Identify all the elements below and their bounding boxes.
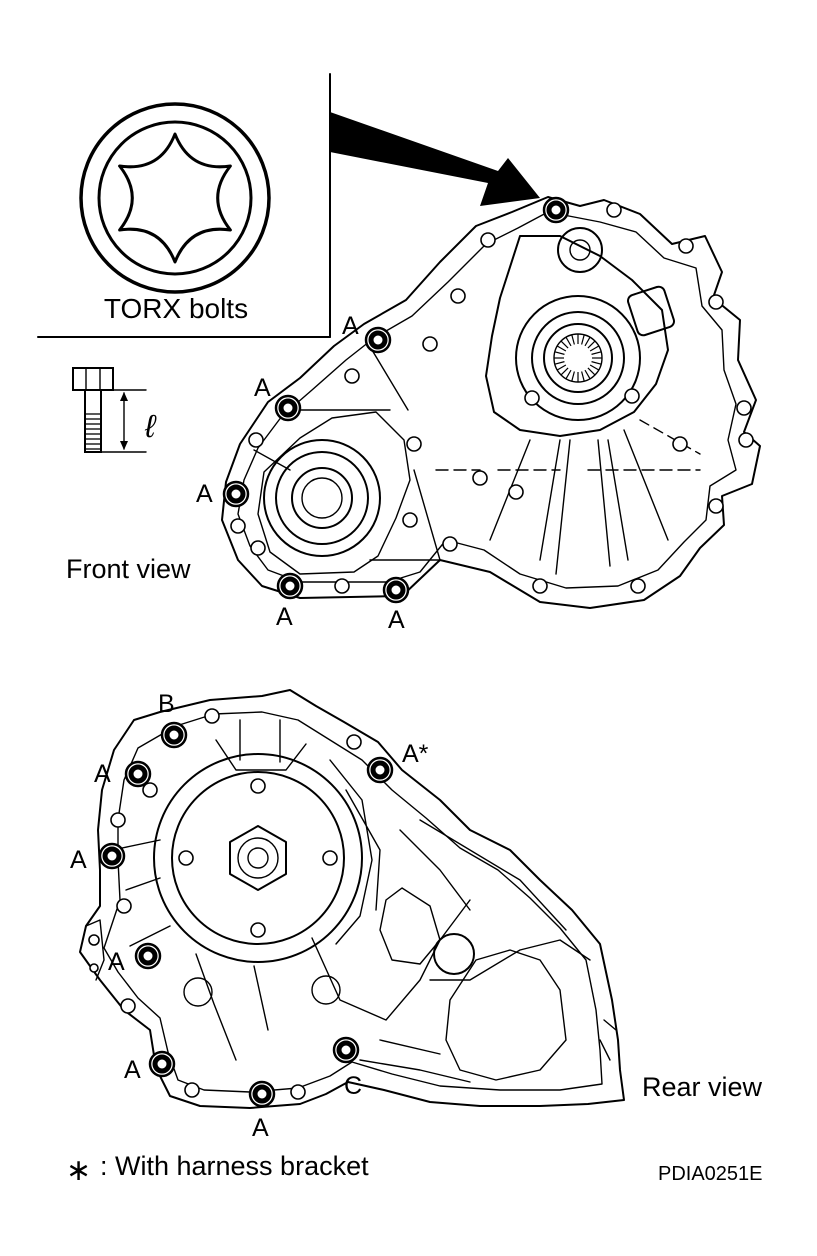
rear-bolt-label: C bbox=[344, 1072, 362, 1100]
bolt-marker bbox=[134, 942, 162, 970]
torx-inset: TORX bolts bbox=[37, 73, 331, 338]
figure-code: PDIA0251E bbox=[658, 1163, 763, 1185]
front-bolt-label: A bbox=[276, 603, 293, 631]
rear-bolt-label: A bbox=[108, 948, 125, 976]
bolt-marker bbox=[364, 326, 392, 354]
front-bolt-label: A bbox=[342, 312, 359, 340]
bolt-marker bbox=[222, 480, 250, 508]
front-view-caption: Front view bbox=[66, 554, 191, 584]
front-view-bolts bbox=[222, 196, 570, 604]
bolt-length-icon: ℓ bbox=[72, 367, 157, 453]
rear-view-caption: Rear view bbox=[642, 1072, 763, 1102]
front-bolt-label: A bbox=[196, 480, 213, 508]
front-view-housing bbox=[221, 196, 761, 609]
legend: ∗ : With harness bracket bbox=[66, 1151, 369, 1187]
bolt-length-symbol: ℓ bbox=[144, 408, 157, 444]
bolt-marker bbox=[274, 394, 302, 422]
pointer-arrow bbox=[330, 112, 540, 206]
rear-bolt-label: A bbox=[70, 846, 87, 874]
front-bolt-label: A bbox=[388, 606, 405, 634]
front-view-bolt-labels: A A A A A bbox=[196, 312, 405, 634]
bolt-marker bbox=[148, 1050, 176, 1078]
front-bolt-label: A bbox=[254, 374, 271, 402]
rear-bolt-label: B bbox=[158, 690, 175, 718]
rear-view-housing bbox=[79, 689, 625, 1109]
bolt-marker bbox=[382, 576, 410, 604]
bolt-marker bbox=[276, 572, 304, 600]
bolt-marker bbox=[124, 760, 152, 788]
bolt-marker bbox=[98, 842, 126, 870]
rear-bolt-label: A* bbox=[402, 740, 429, 768]
bolt-marker bbox=[160, 721, 188, 749]
rear-bolt-label: A bbox=[252, 1114, 269, 1142]
legend-text: : With harness bracket bbox=[100, 1151, 369, 1181]
bolt-marker bbox=[366, 756, 394, 784]
legend-marker: ∗ bbox=[66, 1154, 91, 1187]
rear-view-bolts bbox=[98, 721, 394, 1108]
bolt-marker bbox=[248, 1080, 276, 1108]
torx-socket-icon bbox=[79, 102, 271, 294]
bolt-marker bbox=[542, 196, 570, 224]
torx-label: TORX bolts bbox=[104, 293, 248, 324]
rear-bolt-label: A bbox=[124, 1056, 141, 1084]
rear-bolt-label: A bbox=[94, 760, 111, 788]
rear-view-bolt-labels: B A A A A A A* C bbox=[70, 690, 429, 1142]
bolt-marker bbox=[332, 1036, 360, 1064]
